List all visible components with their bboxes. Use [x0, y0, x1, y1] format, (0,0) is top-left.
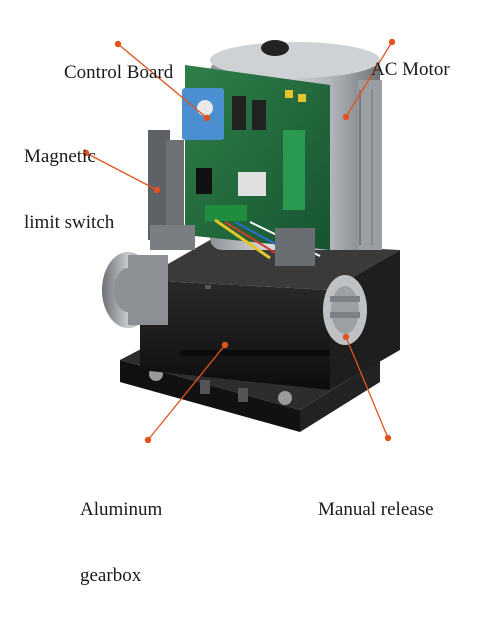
- diagram-canvas: Control Board AC Motor Magnetic limit sw…: [24, 15, 450, 586]
- label-magnetic-limit-switch: Magnetic limit switch: [24, 102, 114, 278]
- label-aluminum-line2: gearbox: [80, 565, 142, 586]
- motor-end-cap: [102, 252, 168, 328]
- label-control-board-text: Control Board: [64, 62, 174, 83]
- label-manual-release-text: Manual release: [318, 499, 434, 520]
- bolt-icon: [278, 391, 292, 405]
- terminal-block: [205, 205, 247, 221]
- control-board: [182, 65, 330, 263]
- label-aluminum-gearbox: Aluminum gearbox: [80, 455, 162, 631]
- leader-dots: [82, 38, 396, 444]
- manual-release-knob: [323, 275, 367, 345]
- label-magnetic-line1: Magnetic: [24, 146, 96, 167]
- label-ac-motor: AC Motor: [371, 15, 450, 125]
- slot: [200, 380, 210, 394]
- leader-control-board: [117, 43, 208, 119]
- label-manual-release: Manual release: [318, 455, 434, 565]
- label-aluminum-line1: Aluminum: [80, 499, 163, 520]
- leader-ac-motor: [345, 41, 393, 118]
- terminal-strip: [283, 130, 305, 210]
- mounting-bracket: [275, 228, 315, 266]
- relay: [238, 172, 266, 196]
- leader-gearbox: [147, 344, 226, 441]
- leader-manual-release: [345, 336, 389, 439]
- label-control-board: Control Board: [64, 18, 173, 128]
- leader-lines: [85, 41, 393, 441]
- leader-magnetic-switch: [85, 152, 158, 191]
- label-ac-motor-text: AC Motor: [371, 59, 450, 80]
- label-magnetic-line2: limit switch: [24, 212, 115, 233]
- slot: [238, 388, 248, 402]
- magnetic-limit-switch: [148, 130, 195, 250]
- gate-opener-illustration: [82, 38, 400, 444]
